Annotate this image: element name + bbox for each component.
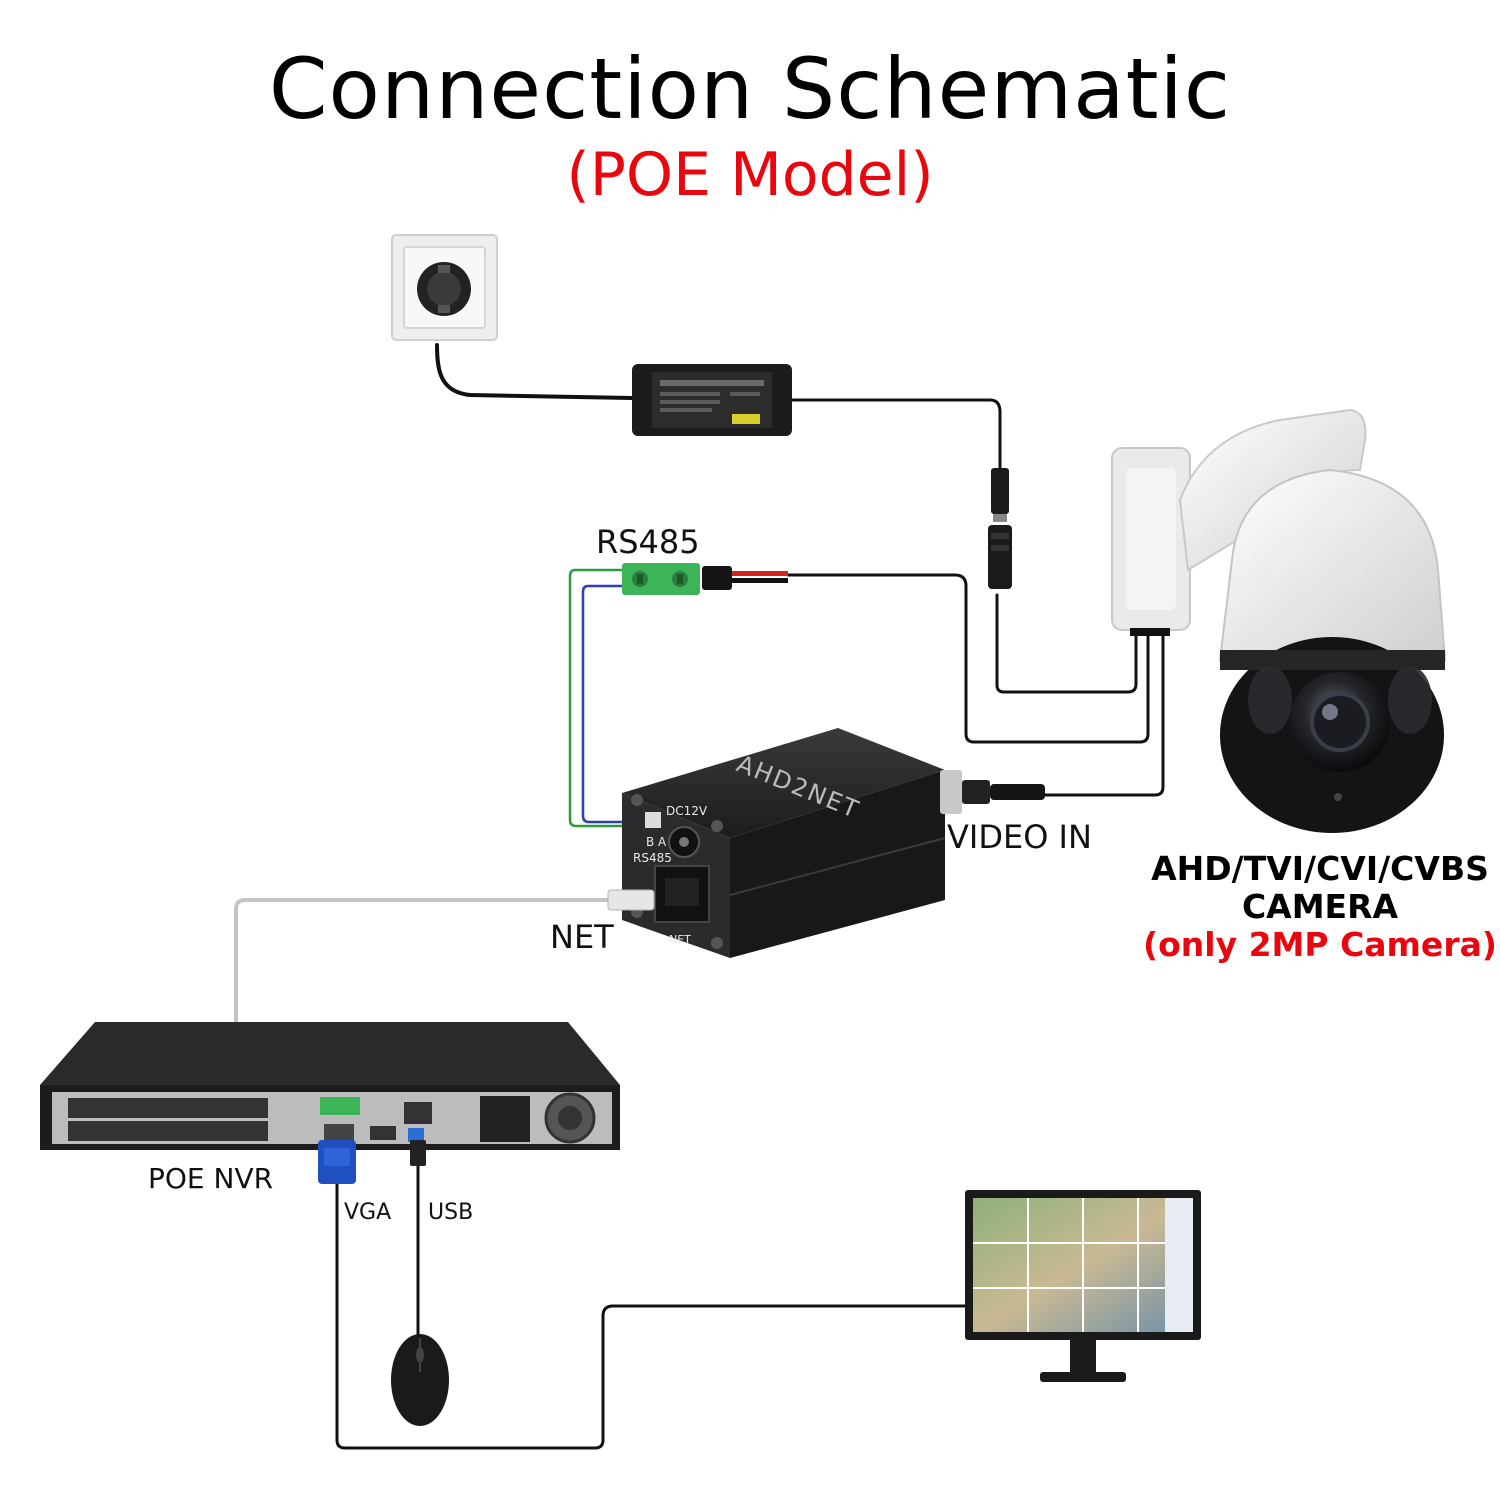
mouse	[391, 1334, 449, 1426]
usb-plug	[410, 1140, 426, 1166]
poe-ports	[68, 1098, 268, 1141]
network-cable	[234, 898, 612, 1067]
bnc-connector-icon	[940, 770, 962, 814]
camera-type-label: CAMERA	[1241, 887, 1399, 926]
poe-nvr	[40, 1022, 620, 1150]
ahd2net-converter	[622, 728, 1045, 958]
rs485-blue-wire	[581, 584, 645, 824]
net-label: NET	[550, 918, 614, 956]
vga-cable	[335, 1178, 967, 1450]
poe-nvr-label: POE NVR	[148, 1162, 274, 1195]
ptz-camera	[1111, 408, 1447, 833]
vga-label: VGA	[344, 1200, 392, 1225]
device-net-text: NET	[669, 933, 691, 946]
screw-icon	[711, 937, 723, 949]
video-lead	[1043, 628, 1165, 797]
device-ba-text: B A	[646, 835, 667, 849]
screw-icon	[711, 820, 723, 832]
page-subtitle: (POE Model)	[566, 140, 934, 210]
camera-note-label: (only 2MP Camera)	[1143, 925, 1497, 964]
device-dc12v-text: DC12V	[666, 804, 708, 818]
page-title: Connection Schematic	[268, 40, 1232, 138]
wall-socket	[391, 234, 498, 341]
camera-model-label: AHD/TVI/CVI/CVBS	[1151, 849, 1489, 888]
rs485-green-wire	[568, 568, 645, 828]
ac-power-cable	[435, 343, 634, 400]
dc-output-cable	[788, 398, 1002, 472]
rs485-terminal-block	[622, 563, 788, 595]
rs485-camera-lead	[786, 573, 1150, 744]
vga-plug	[318, 1140, 356, 1184]
video-grid	[973, 1198, 1193, 1332]
usb-label: USB	[428, 1200, 474, 1225]
dc-barrel-connector	[988, 468, 1012, 589]
camera-power-lead	[995, 593, 1138, 694]
device-rs485-text: RS485	[633, 851, 672, 865]
wiring	[234, 343, 1165, 1450]
power-adapter	[632, 364, 792, 436]
monitor	[965, 1190, 1201, 1382]
screw-icon	[631, 794, 643, 806]
rs485-label: RS485	[596, 523, 700, 561]
video-in-label: VIDEO IN	[947, 818, 1092, 856]
camera-caption: AHD/TVI/CVI/CVBS CAMERA (only 2MP Camera…	[1140, 850, 1500, 964]
